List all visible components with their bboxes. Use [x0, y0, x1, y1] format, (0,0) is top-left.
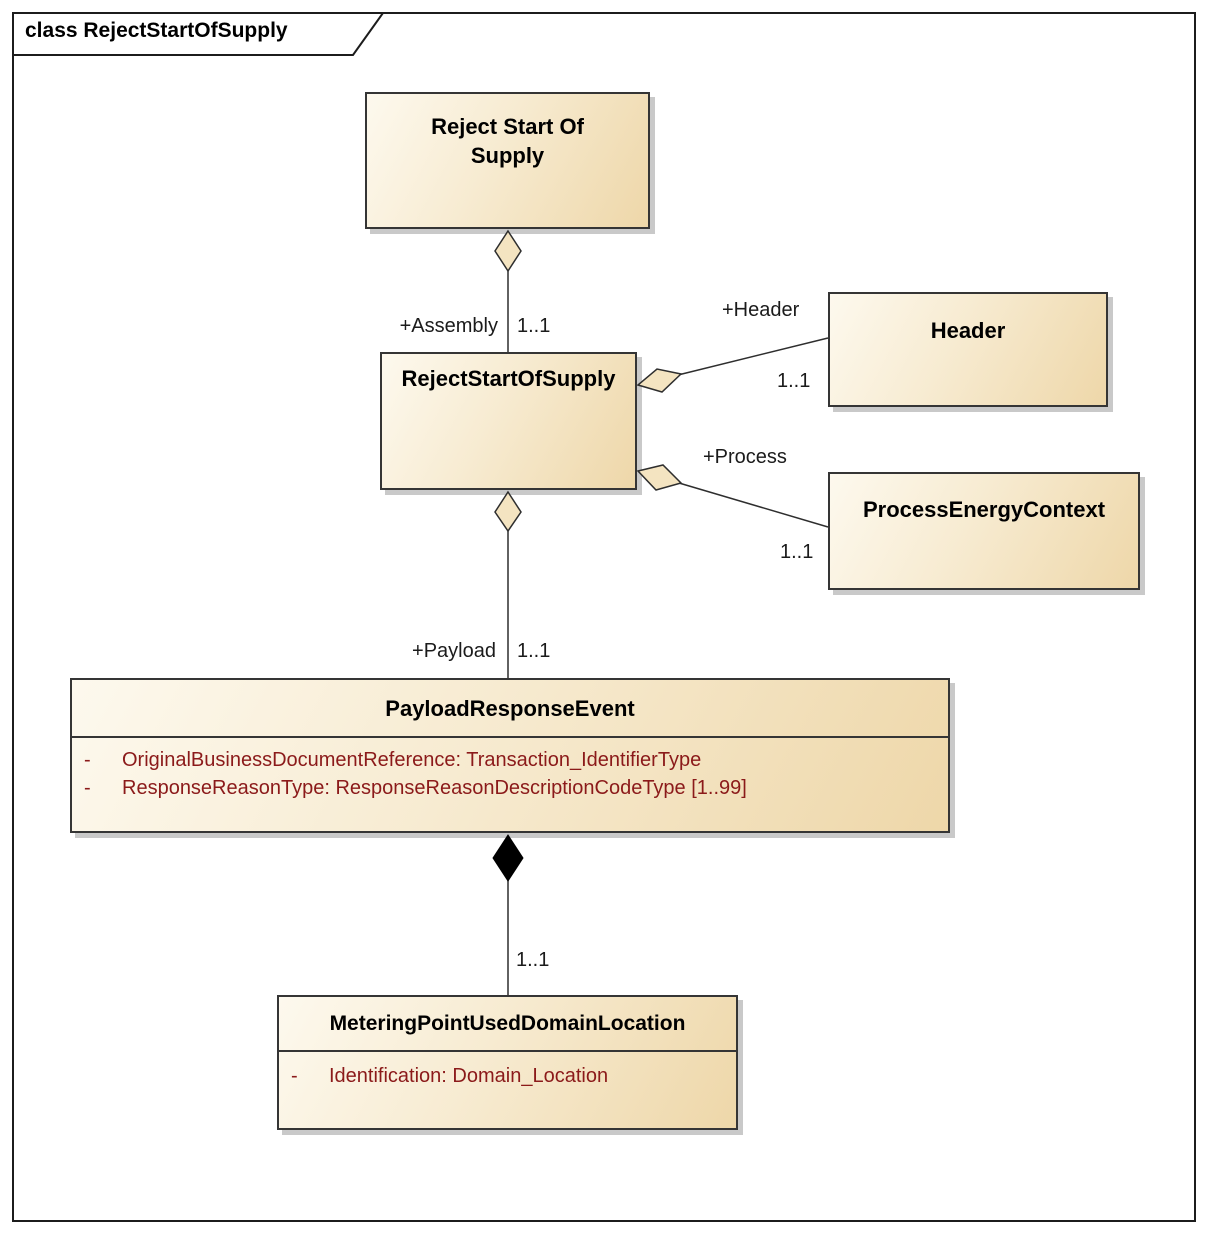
class-name: RejectStartOfSupply	[401, 366, 616, 391]
attribute-text: Identification: Domain_Location	[329, 1065, 609, 1087]
process-multiplicity: 1..1	[780, 541, 814, 563]
class-box-reject-start-of-supply[interactable]: Reject Start Of Supply	[365, 92, 650, 229]
class-box-process-energy-context[interactable]: ProcessEnergyContext	[828, 472, 1140, 590]
attribute: - ResponseReasonType: ResponseReasonDesc…	[72, 774, 948, 802]
attributes-compartment: - Identification: Domain_Location	[279, 1052, 736, 1090]
title-compartment: MeteringPointUsedDomainLocation	[279, 997, 736, 1052]
visibility-marker: -	[84, 777, 91, 799]
attribute-text: ResponseReasonType: ResponseReasonDescri…	[122, 777, 747, 799]
assembly-multiplicity: 1..1	[517, 315, 551, 337]
payload-multiplicity: 1..1	[517, 640, 551, 662]
metering-multiplicity: 1..1	[516, 949, 550, 971]
header-multiplicity: 1..1	[777, 370, 811, 392]
class-name: Header	[930, 318, 1006, 343]
class-name: ProcessEnergyContext	[862, 497, 1106, 522]
class-name: Supply	[470, 143, 545, 168]
class-box-metering-point-used-domain-location[interactable]: MeteringPointUsedDomainLocation - Identi…	[277, 995, 738, 1130]
class-name: Reject Start Of	[431, 114, 584, 139]
attribute-text: OriginalBusinessDocumentReference: Trans…	[122, 749, 702, 771]
class-box-rejectstartofsupply[interactable]: RejectStartOfSupply	[380, 352, 637, 490]
attribute: - OriginalBusinessDocumentReference: Tra…	[72, 746, 948, 774]
class-name: PayloadResponseEvent	[385, 695, 635, 721]
process-role-label: +Process	[703, 446, 787, 468]
attributes-compartment: - OriginalBusinessDocumentReference: Tra…	[72, 738, 948, 802]
assembly-role-label: +Assembly	[399, 315, 498, 337]
header-role-label: +Header	[722, 299, 800, 321]
payload-role-label: +Payload	[412, 640, 496, 662]
class-box-header[interactable]: Header	[828, 292, 1108, 407]
attribute: - Identification: Domain_Location	[279, 1062, 736, 1090]
class-box-payload-response-event[interactable]: PayloadResponseEvent - OriginalBusinessD…	[70, 678, 950, 833]
visibility-marker: -	[291, 1065, 298, 1087]
visibility-marker: -	[84, 749, 91, 771]
title-compartment: PayloadResponseEvent	[72, 680, 948, 738]
diagram-tab-label: class RejectStartOfSupply	[25, 19, 288, 42]
class-name: MeteringPointUsedDomainLocation	[329, 1012, 686, 1035]
